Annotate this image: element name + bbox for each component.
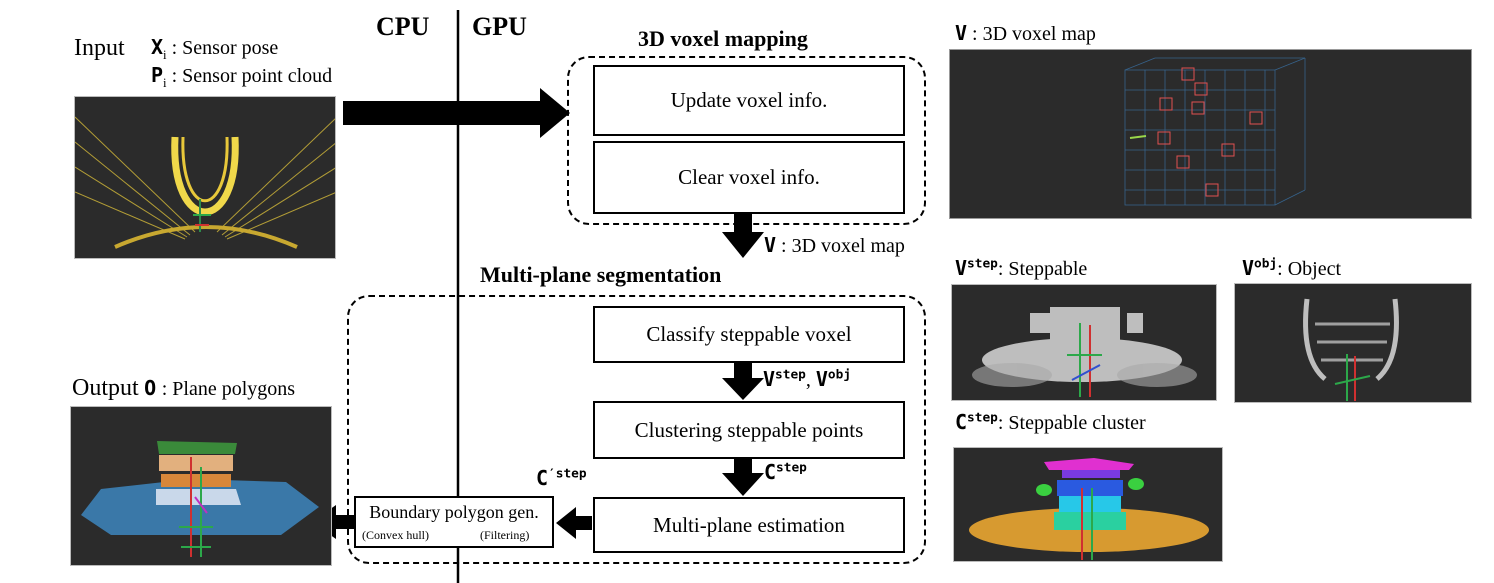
steppable-cluster-label: Cstep: Steppable cluster [955, 410, 1146, 434]
plane-polygons-image [70, 406, 332, 566]
voxel-map-arrow-label: V : 3D voxel map [764, 233, 905, 257]
input-pose-label: Xi : Sensor pose [151, 35, 279, 62]
estimate-to-boundary-arrow [556, 507, 592, 539]
steppable-voxel-image [951, 284, 1217, 401]
filtering-label: (Filtering) [480, 528, 530, 542]
sensor-point-cloud-image [74, 96, 336, 259]
cluster-to-estimate-arrow [722, 455, 764, 496]
voxel-map-image [949, 49, 1472, 219]
classify-to-cluster-arrow [722, 362, 764, 400]
cpu-label: CPU [376, 12, 430, 41]
input-arrow [343, 88, 570, 138]
input-title: Input [74, 35, 125, 61]
mapping-group [567, 56, 926, 225]
update-voxel-box: Update voxel info. [593, 65, 905, 136]
classify-output-label: Vstep, Vobj [763, 367, 852, 391]
voxel-map-arrow [722, 212, 764, 258]
c-prime-step-label: C′step [536, 466, 587, 490]
clustering-box: Clustering steppable points [593, 401, 905, 459]
steppable-cluster-image [953, 447, 1223, 562]
boundary-title: Boundary polygon gen. [369, 502, 539, 522]
segmentation-title: Multi-plane segmentation [480, 262, 722, 287]
object-voxel-image [1234, 283, 1472, 403]
multi-plane-estimation-box: Multi-plane estimation [593, 497, 905, 553]
object-label: Vobj: Object [1242, 256, 1342, 280]
segmentation-group [347, 295, 926, 564]
cluster-output-label: Cstep [764, 460, 807, 484]
classify-box: Classify steppable voxel [593, 306, 905, 363]
gpu-label: GPU [472, 12, 527, 41]
output-label: Output O : Plane polygons [72, 375, 296, 401]
clear-voxel-box: Clear voxel info. [593, 141, 905, 214]
boundary-to-output-arrow [312, 505, 354, 539]
voxel-map-label: V : 3D voxel map [955, 21, 1096, 45]
steppable-label: Vstep: Steppable [955, 256, 1088, 280]
convex-hull-label: (Convex hull) [362, 528, 429, 542]
mapping-title: 3D voxel mapping [638, 26, 808, 51]
input-cloud-label: Pi : Sensor point cloud [151, 63, 333, 90]
boundary-polygon-box: Boundary polygon gen. (Convex hull) (Fil… [354, 496, 554, 548]
